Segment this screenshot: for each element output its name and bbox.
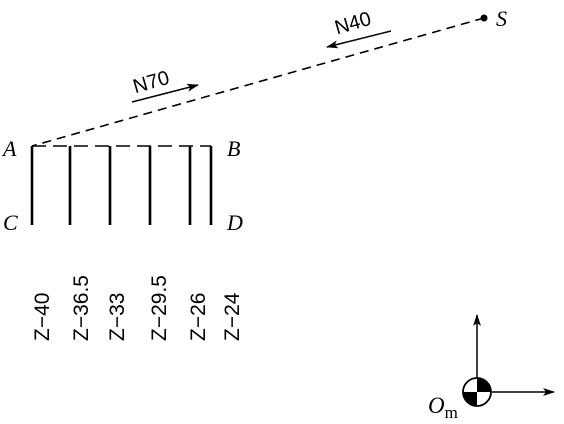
feed-arrow-n70 — [131, 83, 199, 103]
depth-label-4: Z−29.5 — [148, 275, 171, 341]
origin-subscript: m — [445, 403, 458, 422]
depth-label-5: Z−26 — [187, 293, 210, 341]
depth-labels: Z−40 Z−36.5 Z−33 Z−29.5 Z−26 Z−24 — [31, 275, 244, 341]
depth-label-2: Z−36.5 — [70, 275, 93, 341]
point-b-label: B — [227, 136, 240, 161]
point-d-label: D — [226, 210, 243, 235]
feed-label-n40: N40 — [332, 8, 373, 39]
depth-label-1: Z−40 — [31, 293, 54, 341]
origin-label: Om — [428, 393, 458, 422]
point-a-label: A — [1, 136, 17, 161]
start-point-marker — [480, 14, 488, 22]
start-point-label: S — [496, 6, 507, 31]
point-c-label: C — [3, 210, 18, 235]
feed-arrow-n40 — [326, 30, 392, 49]
depth-label-6: Z−24 — [221, 292, 244, 341]
cut-passes — [30, 146, 213, 225]
depth-label-3: Z−33 — [106, 293, 129, 341]
rapid-path-line — [31, 17, 485, 147]
machine-origin-symbol — [462, 377, 492, 407]
origin-letter: O — [428, 393, 445, 418]
